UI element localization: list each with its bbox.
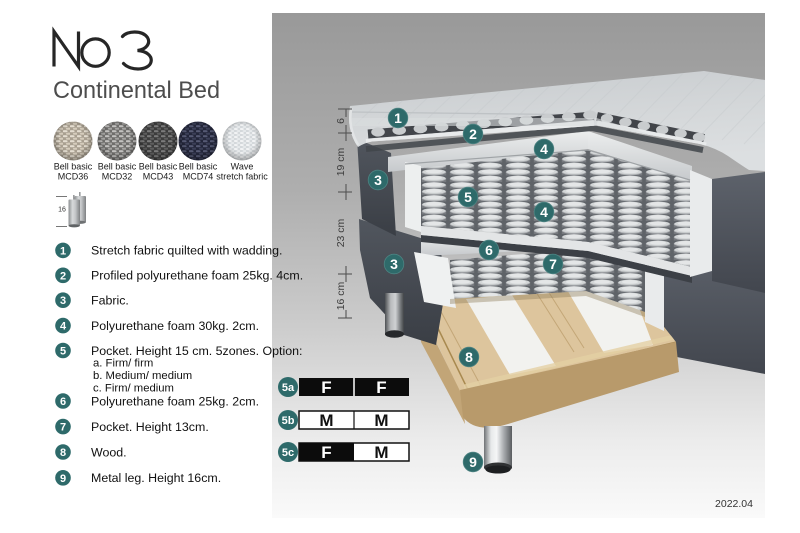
svg-text:4: 4	[540, 204, 548, 220]
svg-text:4: 4	[60, 321, 67, 333]
svg-text:M: M	[374, 443, 388, 462]
svg-text:8: 8	[465, 349, 473, 365]
svg-text:a. Firm/ firm: a. Firm/ firm	[93, 358, 153, 370]
svg-text:Pocket. Height 15 cm. 5zones.: Pocket. Height 15 cm. 5zones. Option:	[91, 344, 302, 358]
svg-text:Wood.: Wood.	[91, 445, 127, 459]
svg-text:5: 5	[60, 346, 66, 358]
svg-text:MCD32: MCD32	[102, 172, 133, 182]
svg-text:Polyurethane foam 25kg. 2cm.: Polyurethane foam 25kg. 2cm.	[91, 394, 259, 408]
svg-text:5c: 5c	[282, 447, 294, 459]
svg-text:3: 3	[390, 256, 398, 272]
svg-text:Bell basic: Bell basic	[54, 162, 93, 172]
svg-text:Bell basic: Bell basic	[139, 162, 178, 172]
svg-text:23 cm: 23 cm	[335, 218, 347, 247]
svg-text:M: M	[374, 411, 388, 430]
svg-text:MCD36: MCD36	[58, 172, 89, 182]
svg-text:Metal leg. Height 16cm.: Metal leg. Height 16cm.	[91, 471, 221, 485]
svg-text:Polyurethane foam 30kg. 2cm.: Polyurethane foam 30kg. 2cm.	[91, 319, 259, 333]
svg-text:6: 6	[335, 118, 347, 124]
svg-text:b. Medium/ medium: b. Medium/ medium	[93, 370, 192, 382]
svg-text:c. Firm/ medium: c. Firm/ medium	[93, 382, 174, 394]
svg-text:1: 1	[60, 245, 66, 257]
svg-text:1: 1	[394, 110, 402, 126]
svg-text:5b: 5b	[282, 415, 295, 427]
svg-text:MCD43: MCD43	[143, 172, 174, 182]
svg-text:3: 3	[374, 172, 382, 188]
svg-text:F: F	[321, 378, 331, 397]
svg-text:Wave: Wave	[231, 162, 254, 172]
svg-text:6: 6	[60, 396, 66, 408]
svg-text:F: F	[321, 443, 331, 462]
svg-text:MCD74: MCD74	[183, 172, 214, 182]
svg-text:6: 6	[485, 242, 493, 258]
svg-text:Stretch fabric quilted with wa: Stretch fabric quilted with wadding.	[91, 244, 282, 258]
svg-text:9: 9	[469, 454, 477, 470]
svg-text:Continental Bed: Continental Bed	[53, 77, 220, 104]
svg-text:Fabric.: Fabric.	[91, 294, 129, 308]
svg-text:8: 8	[60, 447, 66, 459]
svg-text:3: 3	[60, 295, 66, 307]
svg-text:9: 9	[60, 473, 66, 485]
svg-text:Pocket. Height 13cm.: Pocket. Height 13cm.	[91, 420, 209, 434]
svg-text:Profiled polyurethane foam 25k: Profiled polyurethane foam 25kg. 4cm.	[91, 269, 303, 283]
svg-text:7: 7	[60, 422, 66, 434]
svg-text:4: 4	[540, 141, 548, 157]
svg-text:16 cm: 16 cm	[335, 281, 347, 310]
svg-text:7: 7	[549, 256, 557, 272]
svg-text:2: 2	[60, 270, 66, 282]
svg-text:5: 5	[464, 189, 472, 205]
svg-text:M: M	[319, 411, 333, 430]
svg-text:Bell basic: Bell basic	[179, 162, 218, 172]
svg-text:stretch fabric: stretch fabric	[216, 172, 268, 182]
svg-text:2: 2	[469, 126, 477, 142]
svg-text:2022.04: 2022.04	[715, 498, 753, 510]
svg-text:F: F	[376, 378, 386, 397]
svg-text:16: 16	[58, 207, 66, 214]
svg-text:Bell basic: Bell basic	[98, 162, 137, 172]
svg-text:19 cm: 19 cm	[335, 147, 347, 176]
svg-text:5a: 5a	[282, 382, 295, 394]
